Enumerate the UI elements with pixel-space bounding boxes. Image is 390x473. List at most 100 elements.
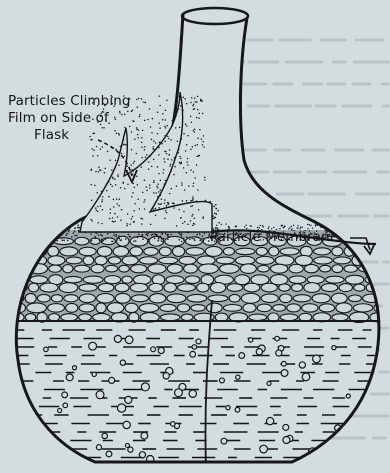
- pellet: [75, 237, 89, 245]
- film-dot: [91, 148, 93, 150]
- particle-dot: [100, 234, 102, 236]
- pellet: [113, 246, 129, 256]
- particle-dot: [36, 203, 38, 205]
- particle-dot: [77, 227, 79, 229]
- pellet: [256, 247, 267, 255]
- pellet: [333, 257, 350, 264]
- film-dot: [191, 215, 193, 217]
- particle-dot: [302, 227, 303, 228]
- particle-dot: [74, 240, 76, 242]
- particle-dot: [115, 234, 117, 236]
- film-dot: [196, 155, 198, 157]
- bubble: [139, 452, 145, 458]
- particle-dot: [22, 225, 24, 227]
- particle-dot: [49, 209, 51, 211]
- particle-dot: [129, 235, 131, 237]
- film-dot: [190, 102, 192, 104]
- film-dot: [153, 192, 155, 194]
- particle-dot: [354, 231, 355, 232]
- bubble: [221, 438, 227, 444]
- particle-dot: [364, 232, 365, 233]
- pellet: [97, 293, 115, 303]
- pellet: [344, 265, 357, 272]
- film-dot: [175, 127, 177, 129]
- particle-dot: [94, 236, 96, 238]
- film-dot: [146, 190, 148, 192]
- pellet: [130, 247, 143, 256]
- film-dot: [137, 198, 139, 200]
- particle-dot: [39, 239, 41, 241]
- pellet: [207, 303, 223, 313]
- particle-dot: [257, 227, 258, 228]
- particle-dot: [78, 211, 80, 213]
- particle-dot: [163, 240, 165, 242]
- particle-dot: [94, 200, 96, 202]
- particle-dot: [364, 233, 365, 234]
- film-dot: [98, 222, 100, 224]
- film-dot: [173, 174, 175, 176]
- film-dot: [179, 96, 181, 98]
- pellet: [149, 283, 163, 291]
- film-dot: [137, 184, 139, 186]
- particle-dot: [375, 229, 376, 230]
- particle-dot: [50, 221, 52, 223]
- particle-dot: [19, 220, 21, 222]
- particle-dot: [20, 221, 22, 223]
- film-dot: [163, 183, 165, 185]
- film-dot: [178, 209, 180, 211]
- particle-dot: [378, 225, 379, 226]
- film-dot: [97, 211, 99, 213]
- pellet: [130, 283, 148, 291]
- particle-dot: [155, 235, 157, 237]
- film-dot: [116, 198, 118, 200]
- bubble: [236, 375, 240, 379]
- pellet: [240, 264, 256, 274]
- film-dot: [175, 115, 177, 117]
- film-dot: [129, 223, 131, 225]
- particle-dot: [41, 213, 43, 215]
- pellet: [320, 265, 331, 272]
- film-dot: [160, 195, 162, 197]
- particle-dot: [356, 230, 357, 231]
- particle-dot: [111, 237, 113, 239]
- film-dot: [104, 172, 106, 174]
- pellet: [181, 314, 193, 321]
- film-dot: [146, 154, 148, 156]
- particle-dot: [26, 222, 28, 224]
- pellet: [345, 275, 363, 284]
- film-dot: [169, 165, 171, 167]
- particle-dot: [66, 210, 68, 212]
- particle-dot: [60, 208, 62, 210]
- particle-dot: [43, 209, 45, 211]
- particle-dot: [25, 239, 27, 241]
- particle-dot: [21, 208, 23, 210]
- film-dot: [164, 126, 166, 128]
- pellet: [227, 284, 243, 292]
- particle-dot: [62, 210, 64, 212]
- particle-dot: [51, 231, 53, 233]
- film-dot: [172, 203, 174, 205]
- bubble: [125, 443, 129, 447]
- film-dot: [127, 213, 129, 215]
- particle-dot: [70, 222, 72, 224]
- film-dot: [171, 159, 173, 161]
- pellet: [241, 293, 260, 303]
- particle-dot: [216, 225, 217, 226]
- particle-dot: [365, 225, 366, 226]
- pellet: [244, 283, 260, 292]
- pellet: [261, 283, 277, 292]
- particle-dot: [53, 208, 55, 210]
- particle-dot: [111, 241, 113, 243]
- particle-dot: [56, 221, 58, 223]
- particle-dot: [346, 231, 347, 232]
- bubble: [281, 361, 286, 366]
- particle-dot: [354, 233, 355, 234]
- particle-dot: [44, 203, 46, 205]
- film-dot: [184, 189, 186, 191]
- pellet: [304, 264, 318, 272]
- pellet: [93, 313, 111, 321]
- particle-dot: [113, 234, 115, 236]
- pellet: [354, 284, 365, 291]
- particle-dot: [33, 214, 35, 216]
- pellet: [108, 257, 121, 264]
